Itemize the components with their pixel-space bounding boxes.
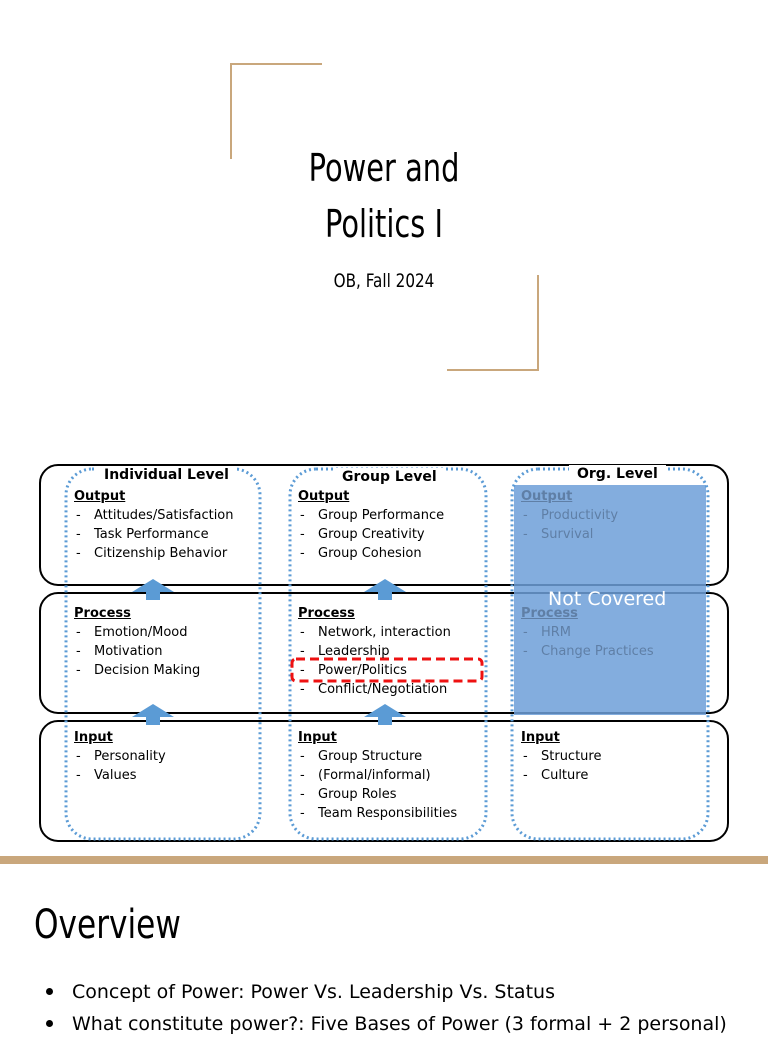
list-item: What constitute power?: Five Bases of Po… [44, 1008, 727, 1040]
list-item: Concept of Power: Power Vs. Leadership V… [44, 976, 727, 1008]
header-org-level: Org. Level [569, 465, 666, 484]
list-item: Group Performance [298, 506, 444, 525]
list-item: Survival [521, 525, 618, 544]
section-label: Process [74, 606, 131, 621]
overview-bullets: Concept of Power: Power Vs. Leadership V… [44, 976, 727, 1040]
org-process: Process HRM Change Practices [521, 604, 654, 661]
corner-bracket-bottom-right [447, 275, 539, 371]
group-process: Process Network, interaction Leadership … [298, 604, 451, 699]
list-item: Attitudes/Satisfaction [74, 506, 234, 525]
list-item: Productivity [521, 506, 618, 525]
corner-bracket-top-left [230, 63, 322, 159]
section-label: Input [74, 730, 113, 745]
section-label: Output [521, 489, 573, 504]
arrow-up-individual-2 [132, 704, 174, 725]
section-label: Output [74, 489, 126, 504]
header-group-level: Group Level [334, 468, 445, 487]
individual-process: Process Emotion/Mood Motivation Decision… [74, 604, 200, 680]
list-item: Power/Politics [298, 661, 451, 680]
list-item: Group Structure [298, 747, 457, 766]
list-item: Group Cohesion [298, 544, 444, 563]
ob-levels-diagram: Individual Level Group Level Org. Level … [0, 455, 768, 855]
section-label: Input [521, 730, 560, 745]
not-covered-label: Not Covered [548, 588, 667, 610]
list-item: Team Responsibilities [298, 804, 457, 823]
group-input: Input Group Structure (Formal/informal) … [298, 728, 457, 823]
list-item: Task Performance [74, 525, 234, 544]
section-label: Process [298, 606, 355, 621]
org-input: Input Structure Culture [521, 728, 601, 785]
individual-input: Input Personality Values [74, 728, 166, 785]
list-item-continuation: (Formal/informal) [298, 766, 457, 785]
list-item: Leadership [298, 642, 451, 661]
arrow-up-individual-1 [132, 579, 174, 600]
list-item: Network, interaction [298, 623, 451, 642]
section-label: Input [298, 730, 337, 745]
list-item: Culture [521, 766, 601, 785]
section-divider [0, 856, 768, 864]
arrow-up-group-1 [364, 579, 406, 600]
org-output: Output Productivity Survival [521, 487, 618, 544]
individual-output: Output Attitudes/Satisfaction Task Perfo… [74, 487, 234, 563]
list-item: Values [74, 766, 166, 785]
list-item: Emotion/Mood [74, 623, 200, 642]
overview-title: Overview [34, 902, 181, 948]
list-item: Decision Making [74, 661, 200, 680]
header-individual-level: Individual Level [96, 466, 237, 485]
list-item: Motivation [74, 642, 200, 661]
list-item: Group Creativity [298, 525, 444, 544]
arrow-up-group-2 [364, 704, 406, 725]
slide-title: Power and Politics I [308, 146, 460, 246]
section-label: Output [298, 489, 350, 504]
list-item: Personality [74, 747, 166, 766]
title-slide: Power and Politics I OB, Fall 2024 [0, 0, 768, 440]
group-output: Output Group Performance Group Creativit… [298, 487, 444, 563]
list-item: HRM [521, 623, 654, 642]
slide-subtitle: OB, Fall 2024 [333, 270, 435, 292]
list-item: Conflict/Negotiation [298, 680, 451, 699]
list-item-text: (Formal/informal) [318, 768, 431, 783]
list-item: Group Roles [298, 785, 457, 804]
section-label: Process [521, 606, 578, 621]
list-item: Citizenship Behavior [74, 544, 234, 563]
list-item: Change Practices [521, 642, 654, 661]
list-item: Structure [521, 747, 601, 766]
